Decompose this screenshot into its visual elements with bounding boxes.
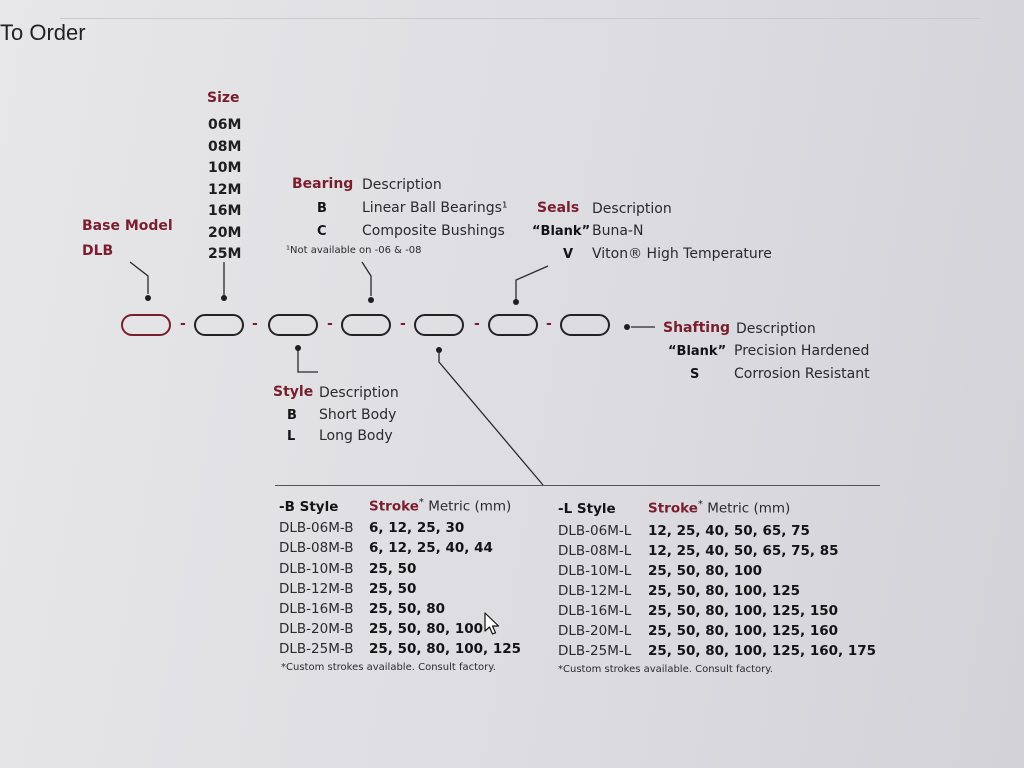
separator: -: [400, 316, 406, 332]
l-unit-header: Metric (mm): [707, 500, 791, 517]
page-title: To Order: [0, 20, 86, 45]
bearing-desc: Linear Ball Bearings¹: [362, 200, 508, 216]
seals-code: “Blank”: [532, 224, 591, 239]
shafting-code: S: [690, 367, 700, 382]
seals-desc: Viton® High Temperature: [592, 246, 772, 262]
l-style-header: -L Style: [558, 500, 616, 517]
model-slot-size: [194, 314, 244, 336]
base-model-value: DLB: [82, 243, 114, 259]
size-option: 08M: [208, 138, 242, 155]
bearing-label: Bearing: [292, 176, 354, 192]
seals-desc-header: Description: [592, 201, 672, 217]
bearing-dot: [368, 297, 374, 303]
shafting-code: “Blank”: [668, 344, 727, 359]
shafting-desc: Corrosion Resistant: [734, 366, 870, 382]
model-slot-base: [121, 314, 171, 336]
seals-dot: [513, 299, 519, 305]
bearing-code: B: [317, 201, 327, 216]
separator: -: [180, 316, 186, 332]
model-slot-shafting: [560, 314, 610, 336]
style-desc: Short Body: [319, 407, 397, 423]
style-dot: [295, 345, 301, 351]
size-options: 06M 08M 10M 12M 16M 20M 25M: [208, 115, 241, 266]
l-stroke-sup: *: [697, 499, 703, 510]
mouse-pointer-icon: [484, 612, 500, 635]
bearing-code: C: [317, 224, 327, 239]
bearing-connector: [361, 261, 372, 296]
shafting-dot: [624, 324, 630, 330]
size-option: 16M: [208, 203, 242, 219]
l-table-footnote: *Custom strokes available. Consult facto…: [558, 664, 773, 675]
l-table-header: -L Style Stroke* Metric (mm): [558, 499, 790, 517]
size-option: 06M: [208, 117, 242, 133]
size-dot: [221, 295, 227, 301]
b-style-header: -B Style: [279, 498, 339, 515]
stroke-dot: [436, 347, 442, 353]
style-code: B: [287, 408, 297, 423]
size-label: Size: [207, 90, 240, 106]
style-desc: Long Body: [319, 428, 393, 444]
bearing-desc: Composite Bushings: [362, 223, 505, 239]
size-option: 25M: [208, 246, 242, 262]
size-option: 12M: [208, 181, 242, 198]
b-stroke-sup: *: [418, 497, 424, 508]
base-model-label: Base Model: [82, 218, 173, 234]
seals-code: V: [563, 247, 574, 262]
seals-label: Seals: [537, 200, 580, 216]
shafting-desc: Precision Hardened: [734, 343, 870, 359]
base-dot: [145, 295, 151, 301]
table-divider: [275, 485, 880, 486]
base-connector: [129, 261, 149, 294]
model-slot-style: [268, 314, 318, 336]
model-slot-stroke: [414, 314, 464, 336]
b-stroke-header: Stroke: [369, 498, 419, 515]
b-unit-header: Metric (mm): [428, 498, 512, 515]
separator: -: [474, 316, 480, 332]
shafting-label: Shafting: [663, 320, 731, 336]
b-table-header: -B Style Stroke* Metric (mm): [279, 497, 511, 515]
b-table-footnote: *Custom strokes available. Consult facto…: [281, 662, 496, 673]
style-desc-header: Description: [319, 385, 399, 401]
bearing-desc-header: Description: [362, 177, 442, 193]
size-option: 10M: [208, 160, 242, 176]
top-divider: [60, 18, 980, 19]
seals-desc: Buna-N: [592, 223, 644, 239]
size-option: 20M: [208, 224, 242, 241]
bearing-note: ¹Not available on -06 & -08: [286, 245, 422, 256]
style-connector: [297, 348, 318, 373]
style-label: Style: [273, 384, 314, 400]
separator: -: [327, 316, 333, 332]
seals-connector: [515, 265, 549, 300]
style-code: L: [287, 429, 296, 444]
separator: -: [546, 316, 552, 332]
separator: -: [252, 316, 258, 332]
stroke-connector: [438, 350, 544, 486]
model-slot-seals: [488, 314, 538, 336]
l-stroke-header: Stroke: [648, 500, 698, 517]
model-slot-bearing: [341, 314, 391, 336]
shafting-desc-header: Description: [736, 321, 816, 337]
